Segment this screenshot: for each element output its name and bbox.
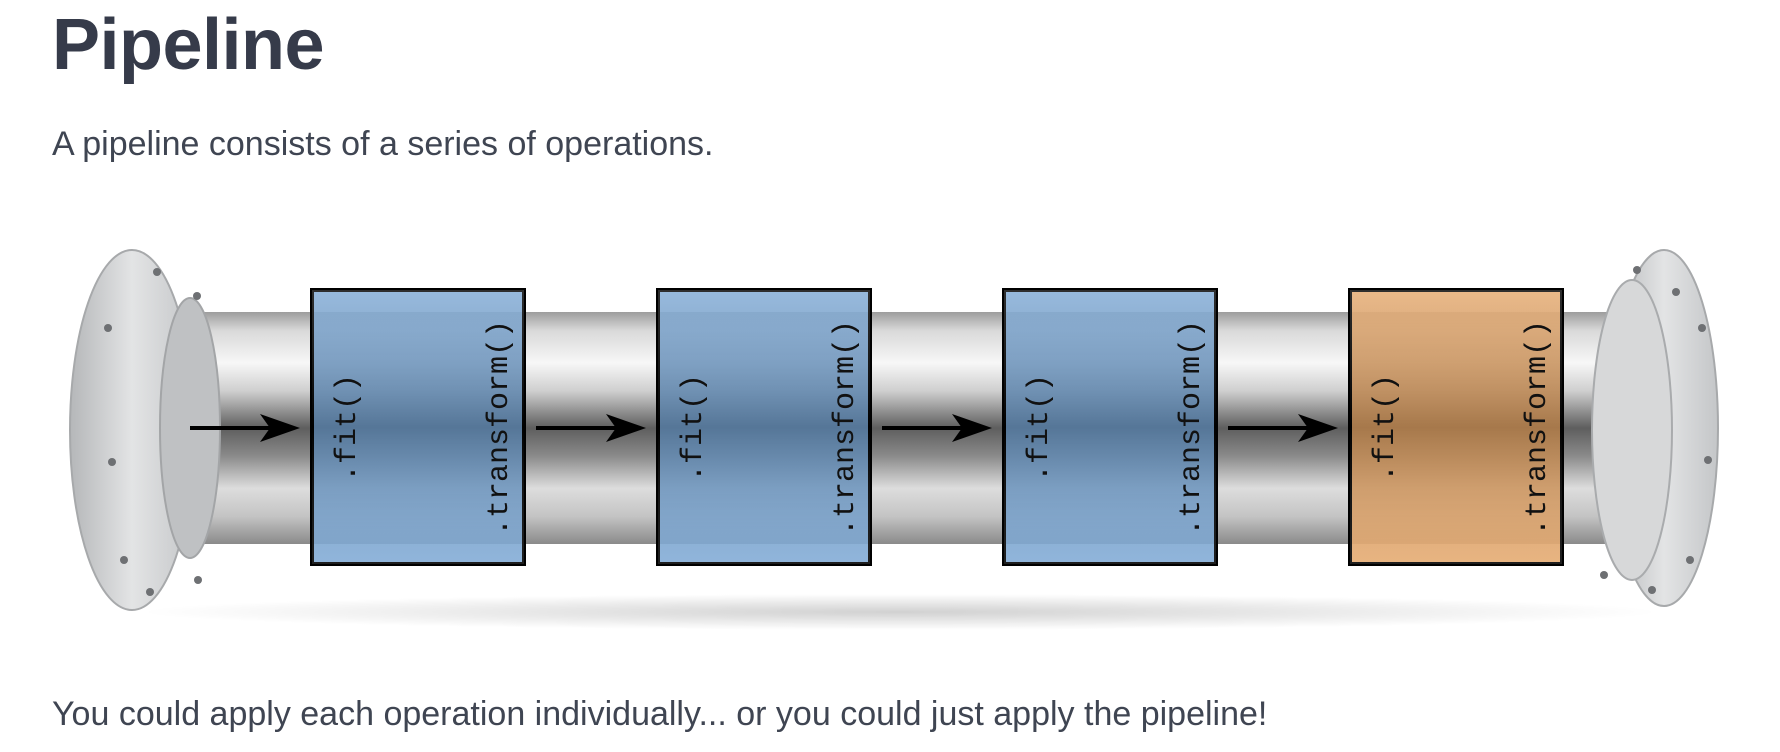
transform-label: .transform() [483,320,517,536]
fit-label: .fit() [677,374,711,482]
fit-label: .fit() [1369,374,1403,482]
flow-arrows [190,414,1338,442]
page-title: Pipeline [52,5,325,85]
pipe-shadow [140,594,1660,630]
fit-label: .fit() [331,374,365,482]
arrow-1 [190,414,300,442]
stage-3: .fit() .transform() [1002,288,1218,566]
outro-text: You could apply each operation individua… [52,695,1268,733]
stage-shading [1350,290,1562,564]
transform-label: .transform() [829,320,863,536]
transform-label: .transform() [1521,320,1555,536]
intro-text: A pipeline consists of a series of opera… [52,125,714,163]
right-flange [1591,249,1719,607]
arrow-2 [536,414,646,442]
stage-shading [658,290,870,564]
transform-label: .transform() [1175,320,1209,536]
arrow-3 [882,414,992,442]
stage-shading [1004,290,1216,564]
stage-1: .fit() .transform() [310,288,526,566]
stage-2: .fit() .transform() [656,288,872,566]
fit-label: .fit() [1023,374,1057,482]
stage-shading [312,290,524,564]
stage-4: .fit() .transform() [1348,288,1564,566]
arrow-4 [1228,414,1338,442]
